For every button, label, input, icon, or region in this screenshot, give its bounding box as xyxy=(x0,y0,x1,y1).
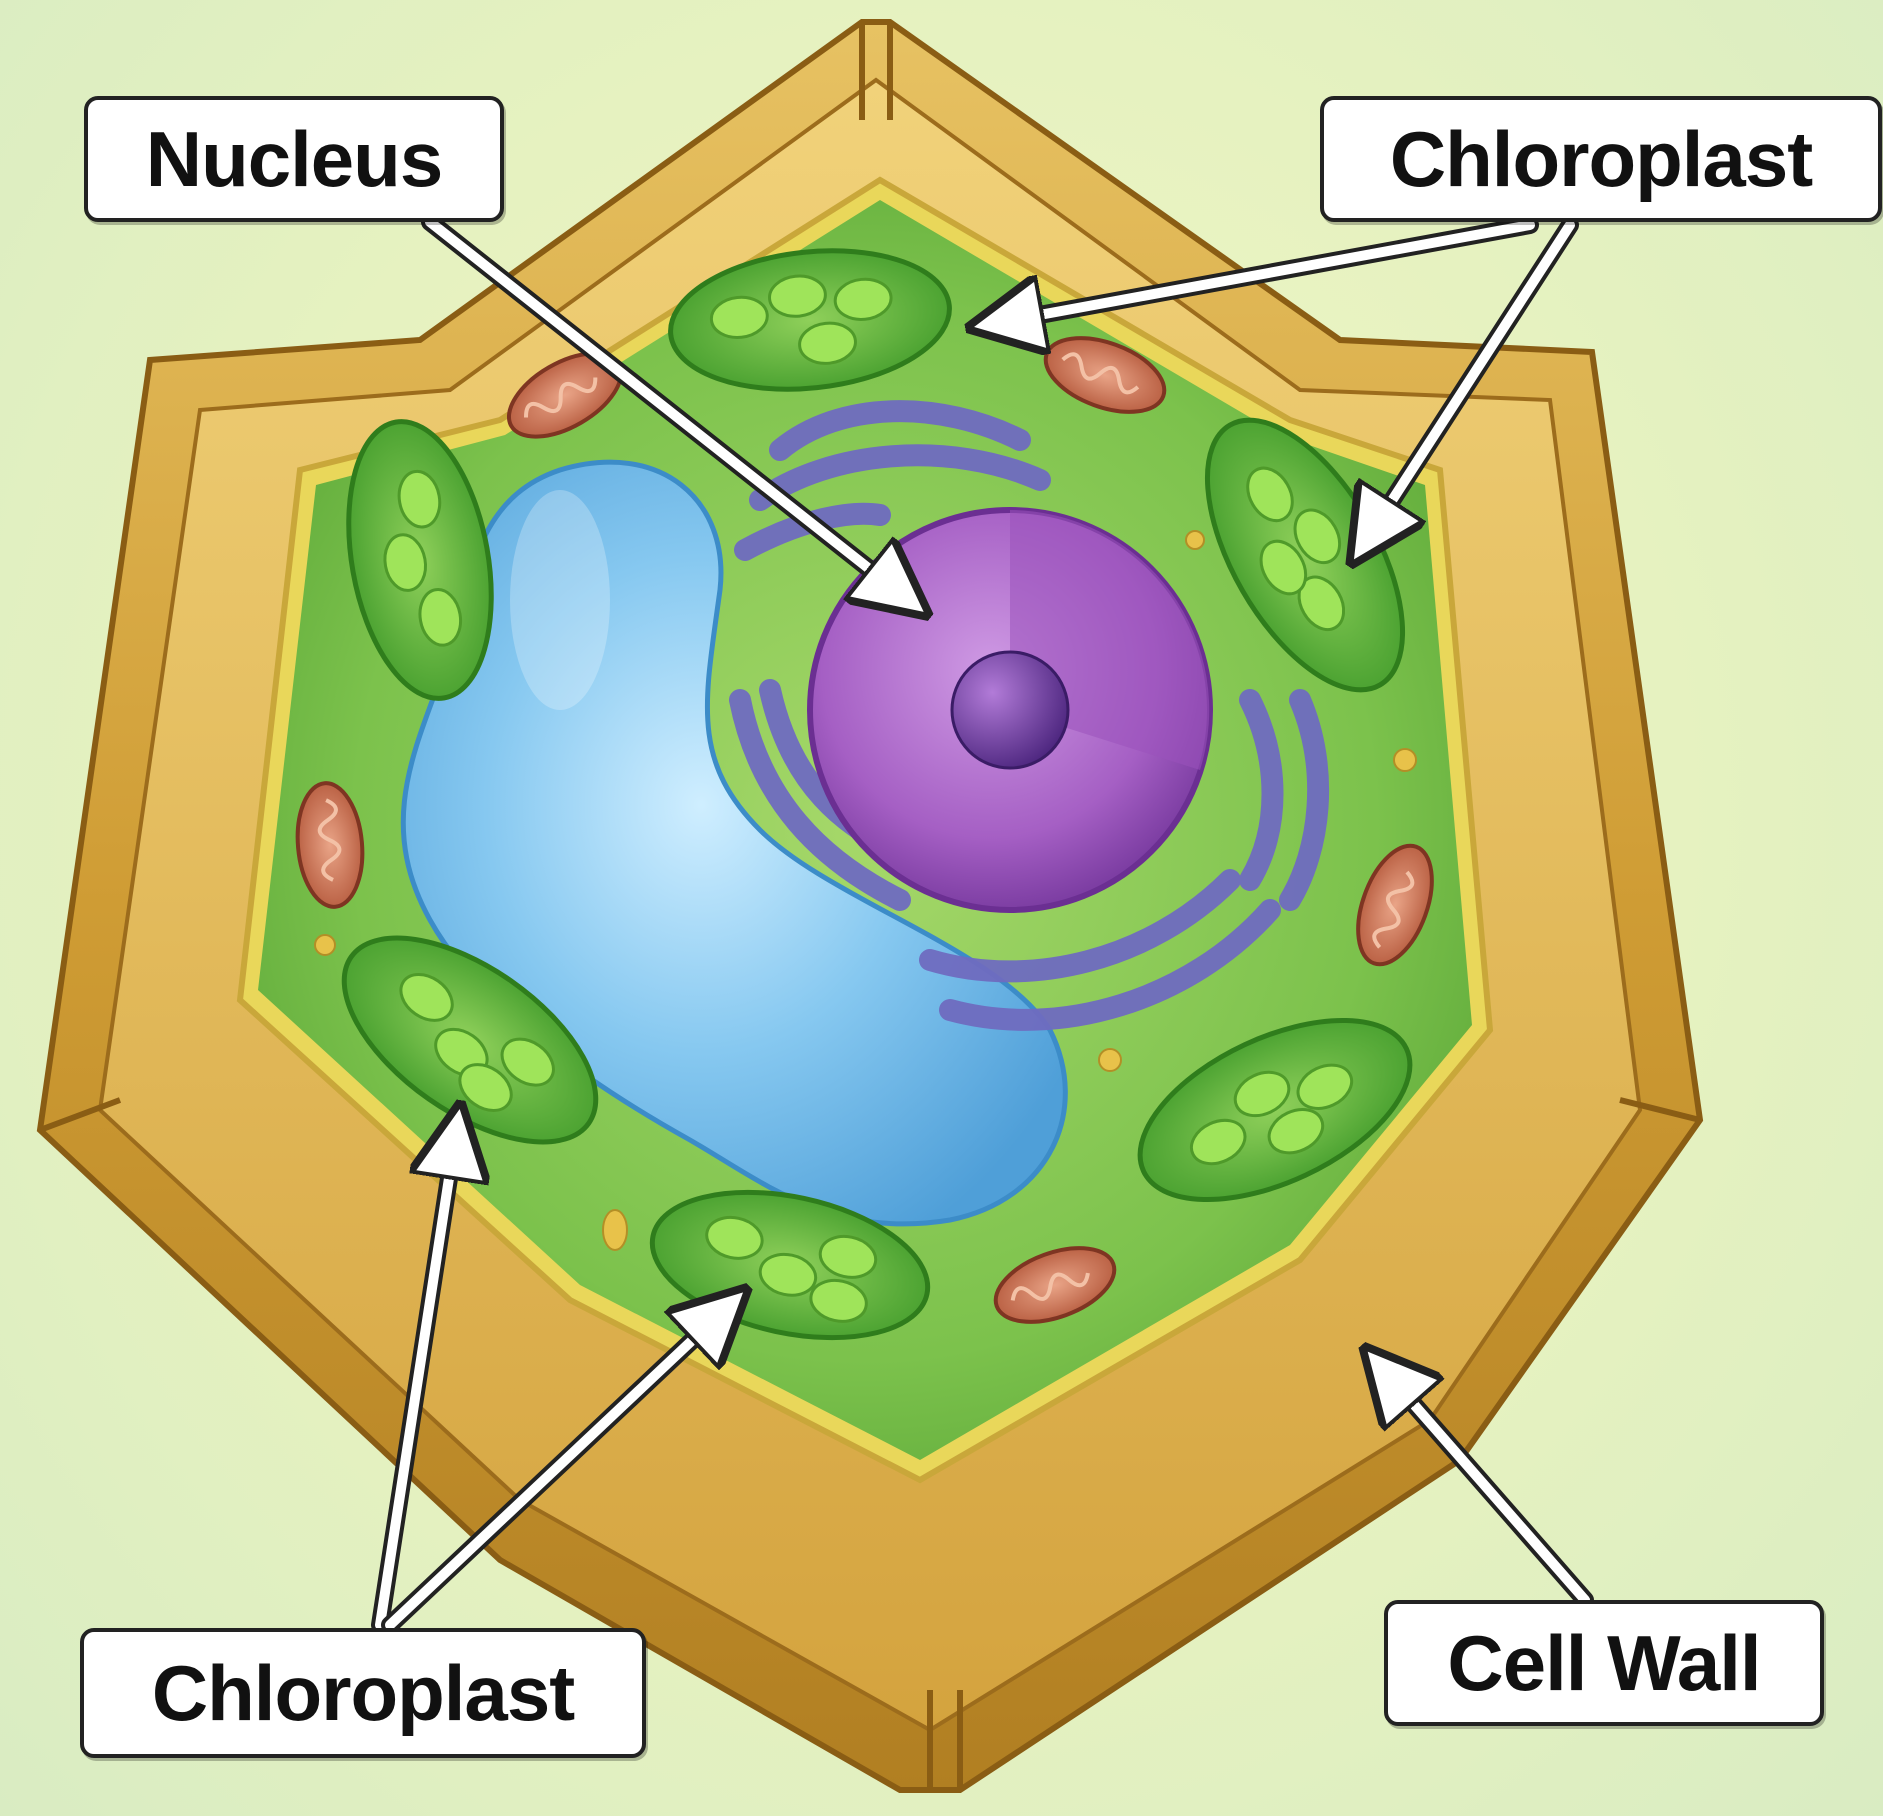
label-nucleus: Nucleus xyxy=(84,96,504,222)
label-chloroplast-top: Chloroplast xyxy=(1320,96,1882,222)
label-cell-wall: Cell Wall xyxy=(1384,1600,1824,1726)
vacuole-highlight xyxy=(510,490,610,710)
nucleolus xyxy=(952,652,1068,768)
label-chloroplast-bottom: Chloroplast xyxy=(80,1628,646,1758)
